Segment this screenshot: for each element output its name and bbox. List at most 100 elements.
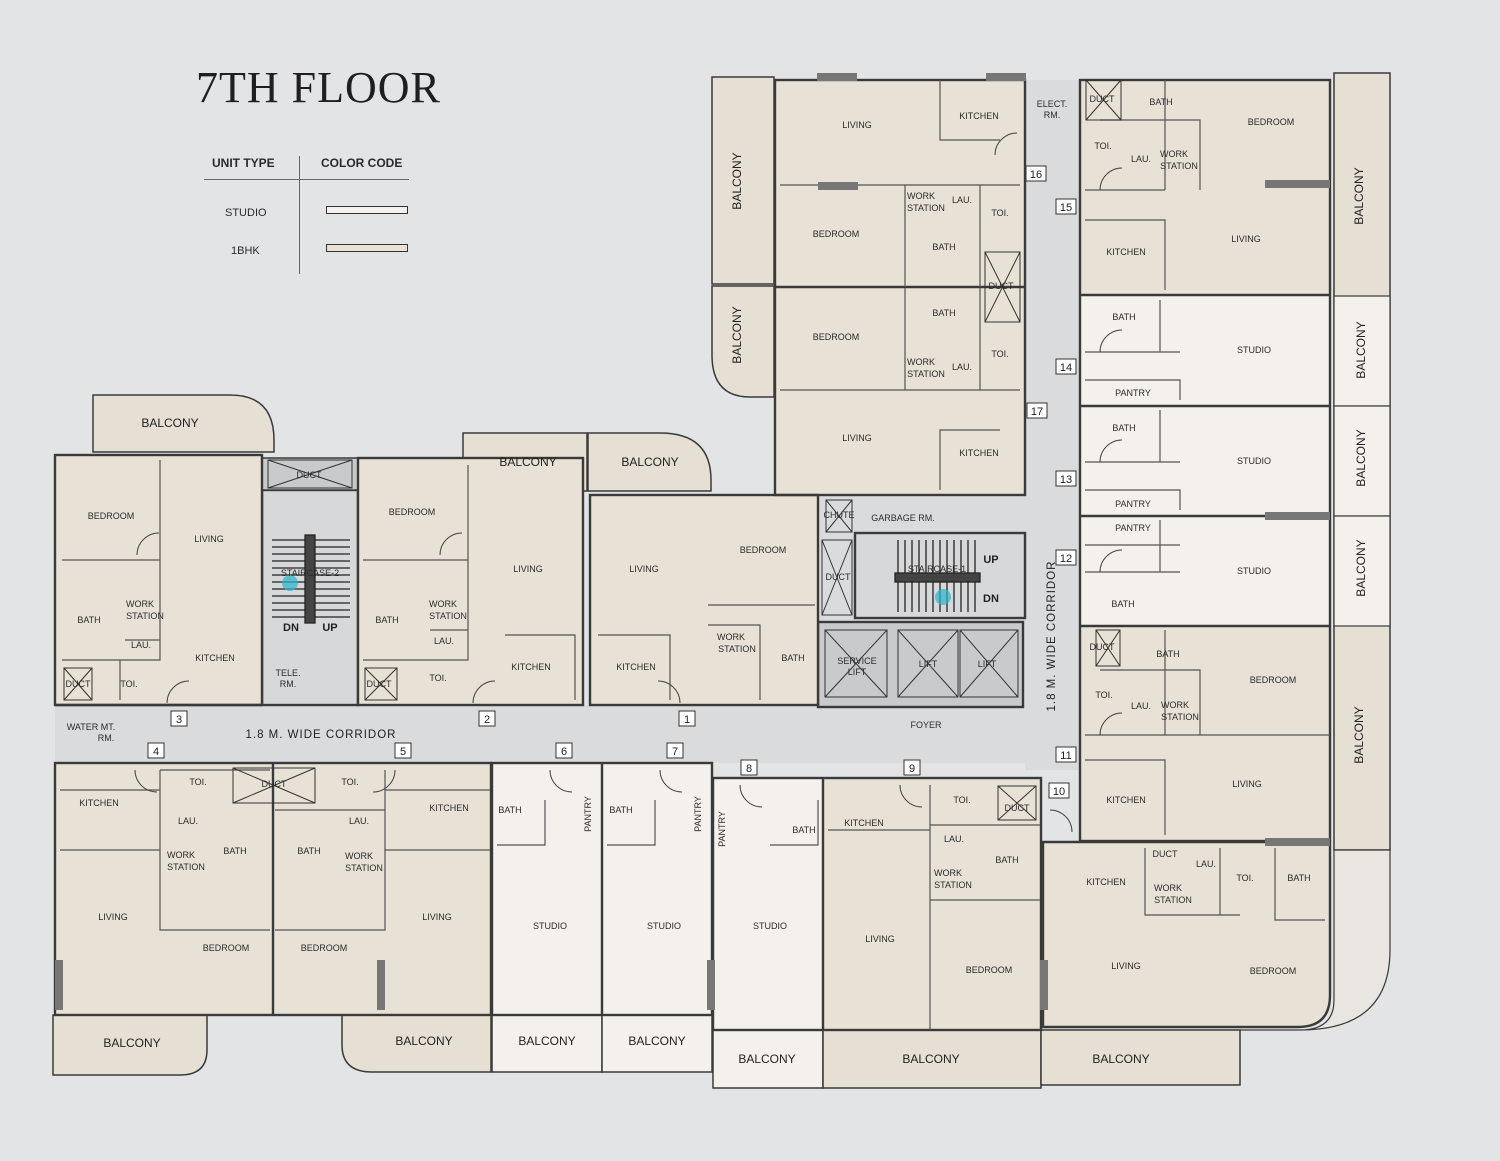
legend-swatch-1bhk [326,244,408,252]
unit4-living-label: LIVING [98,912,128,922]
legend: UNIT TYPE COLOR CODE STUDIO 1BHK [200,150,415,275]
unit10-kitchen-label: KITCHEN [1086,877,1126,887]
legend-divider-horizontal [204,179,409,180]
unit3-toi-label: TOI. [120,679,137,689]
unit-number-17: 17 [1031,406,1043,418]
balcony-unit3 [92,394,275,453]
unit11-duct-label: DUCT [1090,642,1115,652]
unit3-duct-label: DUCT [66,679,91,689]
staircase-2-label: STAIRCASE-2 [281,568,339,578]
balcony-labels: BALCONY BALCONY BALCONY BALCONY BALCONY … [103,152,1368,1066]
unit7-floor [602,763,712,1015]
unit-number-5: 5 [400,746,406,758]
unit10-toi-label: TOI. [1236,873,1253,883]
unit11-station-label: STATION [1161,712,1199,722]
lift-1-label: LIFT [919,659,938,669]
unit1-bath-label: BATH [781,653,804,663]
unit4-duct-label: DUCT [262,779,287,789]
balcony-unit4 [52,1014,208,1076]
unit5-bath-label: BATH [297,846,320,856]
balcony-unit10-label: BALCONY [1092,1052,1149,1066]
unit14-floor [1080,296,1330,406]
unit9-bath-label: BATH [995,855,1018,865]
unit13-pantry-label: PANTRY [1115,499,1151,509]
staircase-1-marker [935,589,951,605]
unit11-work-label: WORK [1161,700,1189,710]
unit12-bath-label: BATH [1111,599,1134,609]
elect-room-label-1: ELECT. [1037,99,1068,109]
unit3-floor [55,455,262,705]
corridor-horizontal [55,705,1055,763]
unit8-studio-label: STUDIO [753,921,787,931]
unit8-bath-label: BATH [792,825,815,835]
unit2-toi-label: TOI. [429,673,446,683]
unit5-work-label: WORK [345,851,373,861]
unit17-living-label: LIVING [842,433,872,443]
service-lift-label-1: SERVICE [837,656,876,666]
balcony-unit17 [711,285,775,398]
chute-label: CHUTE [824,510,855,520]
accent-walls [55,73,1330,1010]
unit8-floor [713,778,823,1030]
unit1-floor [590,495,818,705]
unit15-bedroom-label: BEDROOM [1248,117,1295,127]
service-lift-label-2: LIFT [848,667,867,677]
tele-room-label-1: TELE. [275,668,300,678]
unit12-floor [1080,516,1330,626]
unit6-floor [492,763,602,1015]
unit14-pantry-label: PANTRY [1115,388,1151,398]
duct-unit15-label: DUCT [1090,94,1115,104]
unit16-bath-label: BATH [932,242,955,252]
unit1-bedroom-label: BEDROOM [740,545,787,555]
staircase-duct-label: DUCT [297,470,322,480]
duct-unit16-label: DUCT [989,281,1014,291]
unit15-work-label: WORK [1160,149,1188,159]
unit11-bedroom-label: BEDROOM [1250,675,1297,685]
balcony-unit14 [1333,295,1391,407]
unit2-bedroom-label: BEDROOM [389,507,436,517]
lift-2-label: LIFT [978,659,997,669]
unit17-bath-label: BATH [932,308,955,318]
unit15-toi-label: TOI. [1094,141,1111,151]
unit5-station-label: STATION [345,863,383,873]
unit9-station-label: STATION [934,880,972,890]
unit15-station-label: STATION [1160,161,1198,171]
unit17-floor [775,288,1025,495]
balcony-unit5-label: BALCONY [395,1034,452,1048]
unit2-lau-label: LAU. [434,636,454,646]
unit17-work-label: WORK [907,357,935,367]
balcony-unit7 [601,1014,713,1073]
unit4-station-label: STATION [167,862,205,872]
balcony-unit2-label: BALCONY [499,455,556,469]
balcony-unit13-label: BALCONY [1354,429,1368,486]
unit7-bath-label: BATH [609,805,632,815]
balcony-unit14-label: BALCONY [1354,321,1368,378]
unit-number-tags: 1 2 3 4 5 6 7 8 9 10 11 12 13 14 15 16 1… [147,165,1077,799]
balcony-unit7-label: BALCONY [628,1034,685,1048]
unit2-duct-label: DUCT [367,679,392,689]
unit11-living-label: LIVING [1232,779,1262,789]
unit4-kitchen-label: KITCHEN [79,798,119,808]
unit2-floor [358,458,583,705]
unit10-bedroom-label: BEDROOM [1250,966,1297,976]
corridor-vertical [1025,80,1080,770]
unit4-bath-label: BATH [223,846,246,856]
balcony-unit1 [587,432,712,492]
balcony-unit10 [1040,1029,1241,1086]
unit9-toi-label: TOI. [953,795,970,805]
garbage-room-label: GARBAGE RM. [871,513,935,523]
unit3-kitchen-label: KITCHEN [195,653,235,663]
legend-label-studio: STUDIO [225,207,267,219]
unit2-work-label: WORK [429,599,457,609]
unit1-station-label: STATION [718,644,756,654]
unit-number-6: 6 [561,746,567,758]
room-labels: BEDROOM LIVING WORK STATION BATH LAU. KI… [66,94,1311,976]
staircase-1-label: STAIRCASE-1 [908,564,966,574]
unit7-studio-label: STUDIO [647,921,681,931]
unit5-lau-label: LAU. [349,816,369,826]
unit4-lau-label: LAU. [178,816,198,826]
unit16-station-label: STATION [907,203,945,213]
unit12-studio-label: STUDIO [1237,566,1271,576]
unit-number-13: 13 [1060,474,1072,486]
unit16-floor [775,80,1025,287]
